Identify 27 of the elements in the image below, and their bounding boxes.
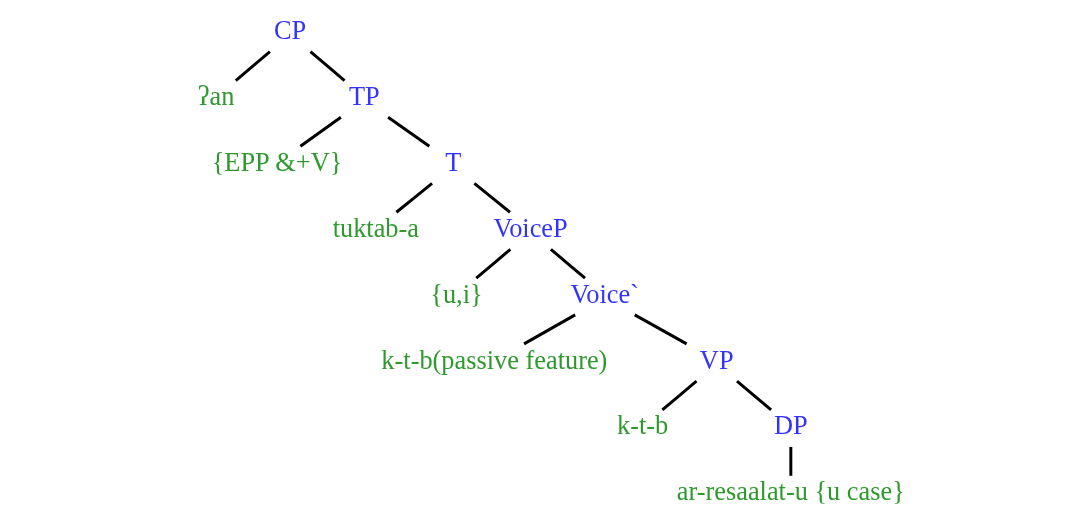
connector xyxy=(735,379,772,412)
node-text: VoiceP xyxy=(493,213,568,243)
connector xyxy=(308,50,345,82)
node-text: CP xyxy=(273,16,306,46)
connector xyxy=(234,50,271,82)
node-text: tuktab-a xyxy=(332,213,419,243)
connector xyxy=(549,248,586,280)
connector xyxy=(394,182,433,214)
node-text: {EPP &+V} xyxy=(211,147,342,177)
node-text: T xyxy=(444,147,461,177)
node-text: k-t-b(passive feature) xyxy=(380,345,607,375)
connector xyxy=(472,182,511,214)
node-text: {u,i} xyxy=(429,279,483,309)
connector xyxy=(386,116,430,148)
node-text: TP xyxy=(348,82,380,112)
node-text: VP xyxy=(699,345,734,375)
connector xyxy=(788,446,792,476)
node-text: Voice` xyxy=(570,279,639,309)
node-text: ʔan xyxy=(197,82,234,112)
node-text: DP xyxy=(773,411,808,441)
connector xyxy=(633,313,687,346)
connector xyxy=(474,248,511,280)
node-text: k-t-b xyxy=(616,411,668,441)
node-text: ar-resaalat-u {u case} xyxy=(676,477,905,507)
connector xyxy=(299,116,342,148)
connector xyxy=(522,313,576,346)
connector xyxy=(660,379,697,412)
